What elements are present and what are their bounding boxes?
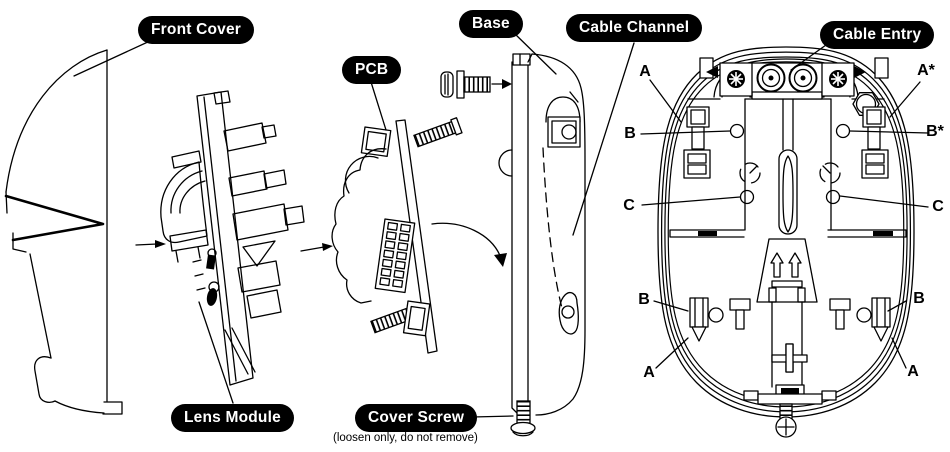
assembly-arrow-1-icon [135,240,166,248]
lens-module-drawing [160,90,305,386]
marker-a-top-right: A* [917,62,935,79]
callout-lens-module: Lens Module [171,404,294,432]
marker-b-bottom-right: B [913,290,925,307]
rotate-arrow-icon [431,222,507,267]
leader-lines [73,32,929,418]
marker-a-top-left: A [639,63,651,80]
base-drawing [498,53,586,437]
marker-a-bottom-right: A [907,363,919,380]
backplate-drawing [657,46,915,438]
marker-b-top-right: B* [926,123,944,140]
callout-base: Base [459,10,523,38]
marker-b-top-left: B [624,125,636,142]
pcb-drawing [331,117,463,354]
assembly-arrow-2-icon [300,243,333,252]
marker-a-bottom-left: A [643,364,655,381]
terminal-screw-drawing [440,70,512,99]
callout-cable-channel: Cable Channel [566,14,703,42]
front-cover-drawing [4,49,123,415]
callout-pcb: PCB [342,56,402,84]
callout-cable-entry: Cable Entry [820,21,935,49]
marker-b-bottom-left: B [638,291,650,308]
marker-c-right: C [932,198,944,215]
marker-c-left: C [623,197,635,214]
cover-screw-note: (loosen only, do not remove) [333,432,478,444]
callout-cover-screw: Cover Screw [355,404,478,432]
callout-front-cover: Front Cover [138,16,255,44]
